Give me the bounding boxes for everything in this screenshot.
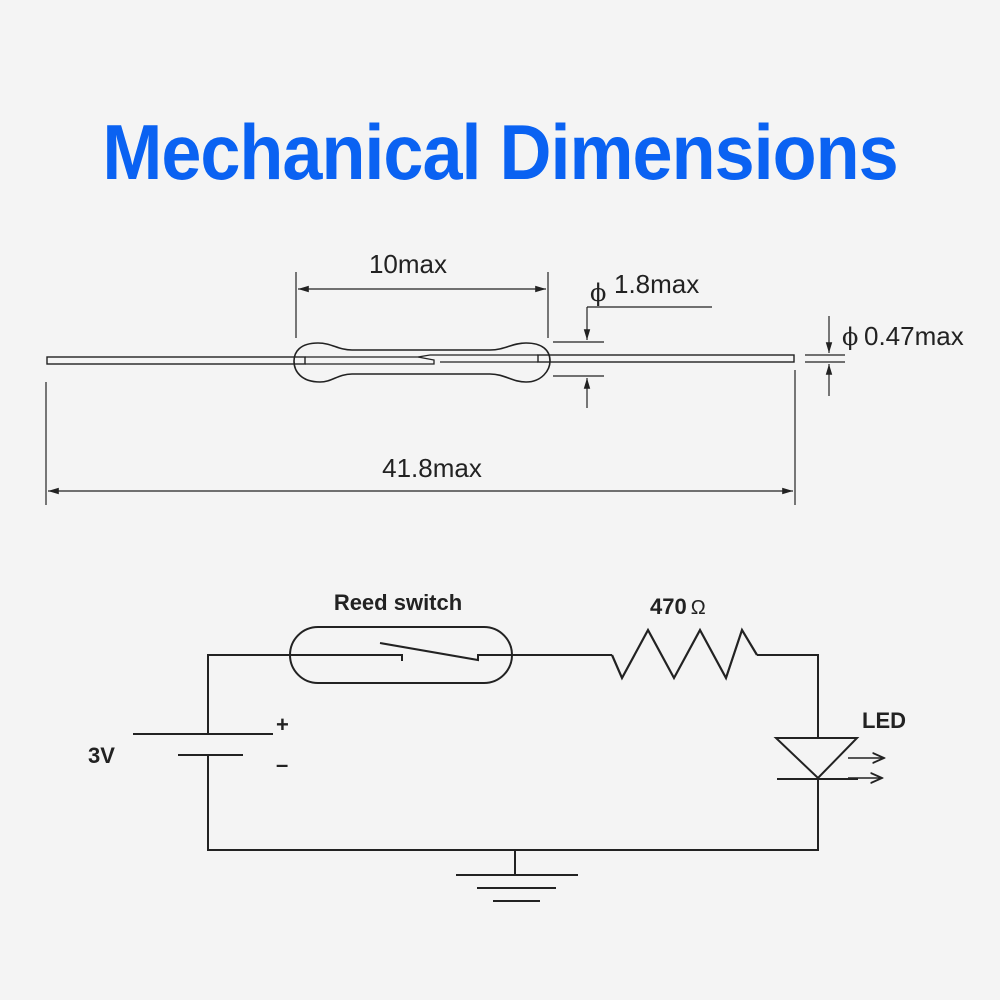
page-title: Mechanical Dimensions: [102, 109, 898, 197]
dim-lead-diameter: 0.47max: [864, 321, 964, 351]
ohm-symbol: Ω: [691, 597, 706, 619]
internal-reed-right: [417, 354, 538, 363]
led-symbol: [773, 737, 860, 780]
right-lead: [537, 354, 795, 363]
ground-symbol: [456, 850, 578, 902]
phi-symbol-lead: ϕ: [842, 323, 858, 351]
dim-body-length: 10max: [369, 249, 447, 279]
reed-switch-label: Reed switch: [334, 590, 462, 615]
internal-reed-left: [305, 356, 435, 365]
resistor-value: 470: [650, 594, 687, 619]
glass-body: [293, 342, 551, 383]
reed-switch-drawing: 10max ϕ 1.8max ϕ 0.47max 41.8max: [45, 249, 964, 505]
dim-total-length: 41.8max: [382, 453, 482, 483]
battery-label: 3V: [88, 743, 115, 768]
left-lead: [46, 356, 306, 365]
wire-loop: [207, 654, 819, 851]
battery-plus: +: [276, 712, 289, 737]
battery-minus: –: [276, 752, 288, 777]
phi-symbol-body: ϕ: [590, 279, 606, 307]
led-label: LED: [862, 708, 906, 733]
dim-body-diameter: 1.8max: [614, 269, 699, 299]
resistor-symbol: [610, 627, 758, 681]
